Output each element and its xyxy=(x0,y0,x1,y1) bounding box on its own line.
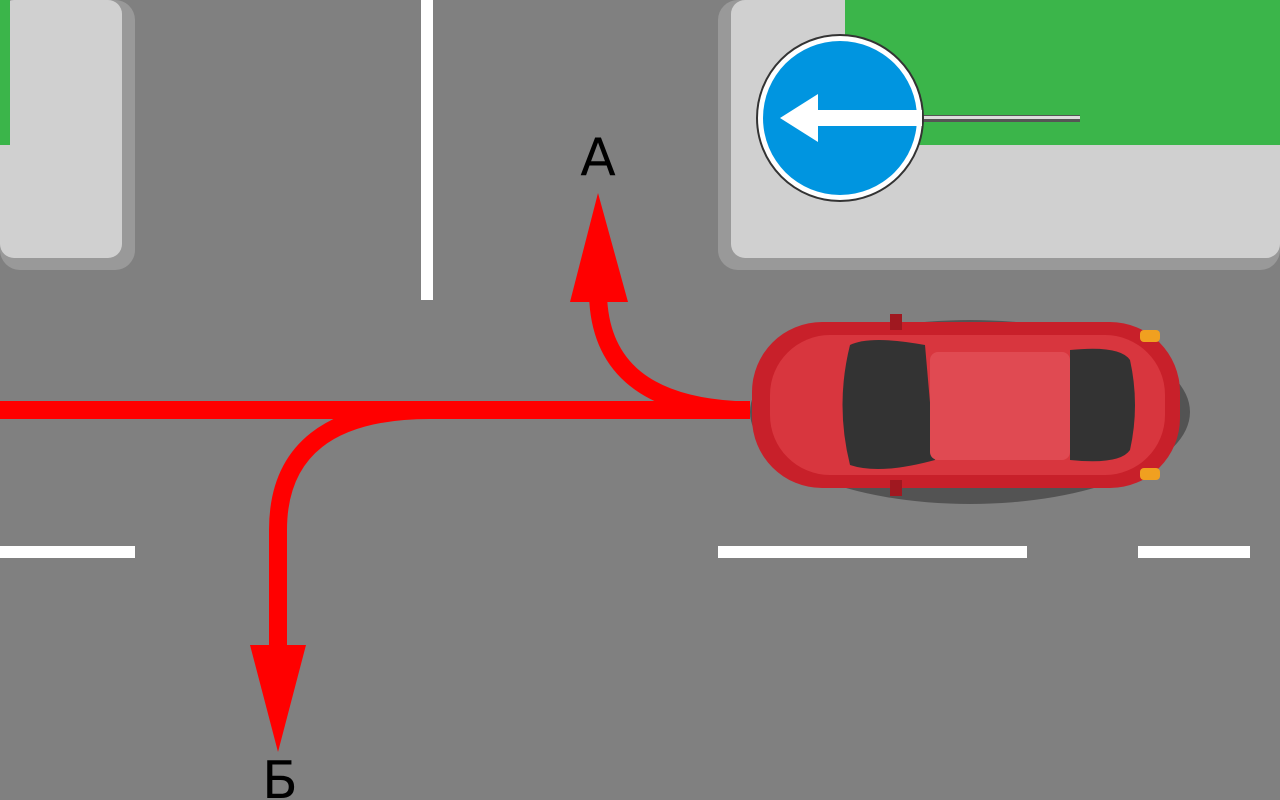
label-b: Б xyxy=(262,751,298,800)
grass-left xyxy=(0,0,10,145)
windshield xyxy=(842,340,935,469)
stop-line xyxy=(421,0,433,300)
rear-window xyxy=(1070,348,1135,462)
arrowhead-a xyxy=(570,193,628,302)
route-arrows xyxy=(0,294,750,650)
label-a: A xyxy=(580,128,616,188)
roof xyxy=(930,352,1070,460)
route-left-a xyxy=(589,294,736,419)
sidewalk-left xyxy=(0,0,135,270)
arrow-left-icon xyxy=(810,110,922,126)
red-car xyxy=(750,314,1190,504)
keep-left-sign xyxy=(756,34,1080,202)
lane-dashes xyxy=(0,546,1250,558)
arrowhead-b xyxy=(250,645,306,752)
route-right-b xyxy=(269,401,431,650)
